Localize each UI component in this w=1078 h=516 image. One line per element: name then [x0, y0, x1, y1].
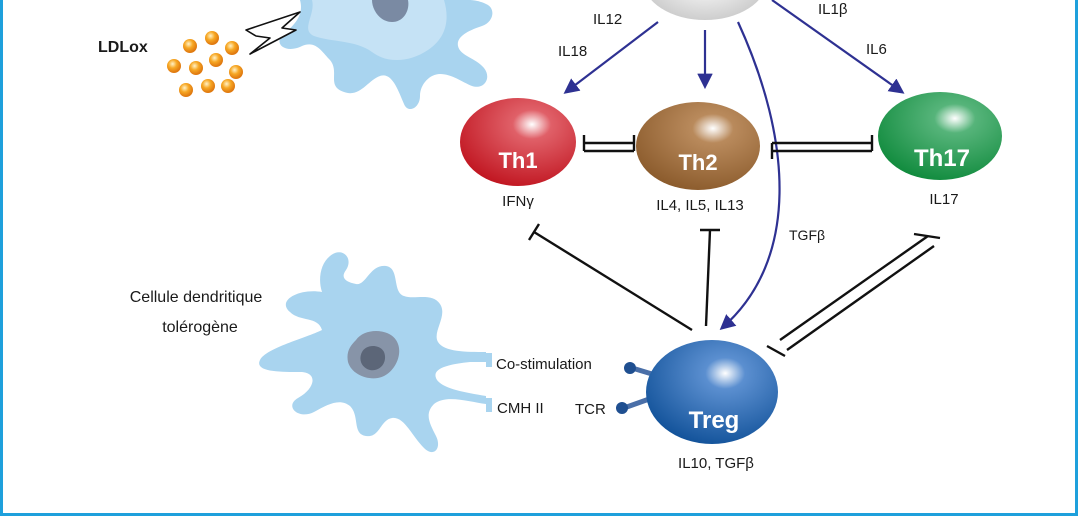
cytokine-il1b: IL1β [818, 1, 848, 18]
th1-cell-label: Th1 [498, 148, 537, 173]
arrow-to-treg [719, 21, 781, 331]
th17-cell: Th17 [878, 92, 1002, 180]
th1-cell: Th1 [460, 98, 576, 186]
activated-dendritic-cell [279, 0, 493, 110]
th2-cell: Th2 [636, 102, 760, 190]
antigen-presenting-cell-top [651, 0, 759, 20]
lightning-bolt-icon [245, 11, 301, 55]
inhibition-th2-th17 [770, 135, 874, 159]
inhibition-th1-th2 [582, 135, 636, 153]
th1-product: IFNγ [502, 193, 534, 210]
th2-cell-label: Th2 [678, 150, 717, 175]
th2-product: IL4, IL5, IL13 [656, 197, 744, 214]
cmh-label: CMH II [497, 400, 544, 417]
treg-cell-label: Treg [689, 407, 740, 434]
cytokine-il6: IL6 [866, 41, 887, 58]
th17-cell-label: Th17 [914, 145, 970, 172]
arrow-to-th17 [771, 0, 905, 94]
costimulation-label: Co-stimulation [496, 356, 592, 373]
cytokine-tgfb: TGFβ [789, 227, 825, 243]
treg-product: IL10, TGFβ [678, 455, 754, 472]
treg-inhibitions [527, 223, 941, 358]
arrow-to-th1 [563, 21, 659, 94]
activation-arrows [563, 0, 905, 331]
cytokine-il18: IL18 [558, 43, 587, 60]
treg-cell: Treg [646, 340, 778, 444]
cytokine-il12: IL12 [593, 11, 622, 28]
th17-product: IL17 [929, 191, 958, 208]
tolerogenic-dendritic-cell [259, 252, 486, 453]
tolerogenic-dc-label-line2: tolérogène [162, 319, 238, 336]
tolerogenic-dc-label-line1: Cellule dendritique [130, 289, 263, 306]
ldlox-label: LDLox [98, 39, 148, 56]
tcr-label: TCR [575, 401, 606, 418]
ldl-particles [167, 31, 243, 97]
